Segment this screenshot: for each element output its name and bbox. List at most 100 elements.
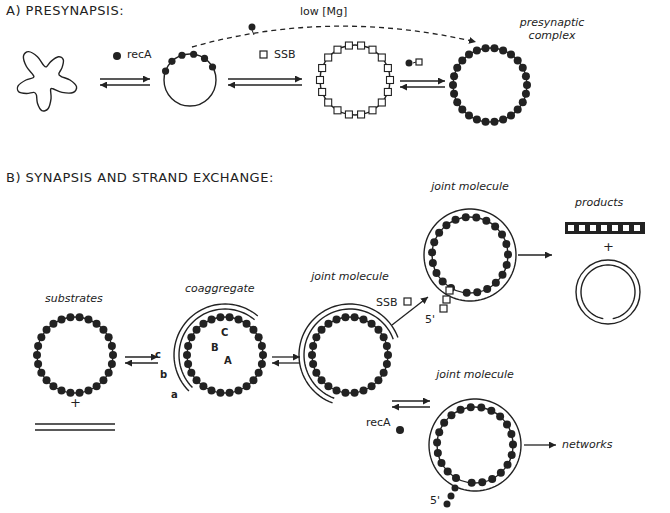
recA-monomer [66,313,74,321]
complementary-strand [424,209,516,301]
recA-monomer [359,387,367,395]
SSB-symbol [446,287,453,294]
SSB-symbol [369,107,376,114]
recA-monomer [383,360,391,368]
recA-monomer [43,326,51,334]
stage-label: joint molecule [430,180,510,193]
recA-monomer [496,413,504,421]
recA-monomer [483,285,491,293]
recA-monomer [84,387,92,395]
stage-label: networks [562,438,612,451]
recA-monomer [99,326,107,334]
recA-monomer [37,333,45,341]
SSB-symbol [319,65,326,72]
SSB-coat [317,42,394,118]
recA-monomer [324,382,332,390]
recA-monomer [209,63,216,70]
recA-monomer [468,479,476,487]
reaction-arrow [524,444,556,445]
recA-monomer [216,389,224,397]
SSB-symbol [369,46,376,53]
recA-monomer [447,411,455,419]
recA-monomer [249,326,257,334]
plus-sign: + [603,240,614,253]
reaction-arrow [400,80,445,81]
section-heading: A) PRESYNAPSIS: [6,3,124,19]
recA-monomer [34,342,42,350]
ssDNA-circle [37,317,113,393]
ssDNA-circle [437,407,513,483]
recA-monomer [444,467,452,475]
strand-end-label: 5' [425,313,435,326]
reaction-arrow [100,78,150,79]
recA-monomer [234,387,242,395]
SSB-ssDNA-product [565,222,645,234]
recA-monomer [435,229,443,237]
SSB-symbol [440,305,447,312]
recA-monomer [430,238,438,246]
recA-monomer [37,369,45,377]
strand-end-label: 5' [430,494,440,507]
recA-monomer [193,326,201,334]
recA-monomer [507,111,515,119]
duplex-circle [576,260,640,324]
recA-monomer [514,106,522,114]
recA-symbol [452,485,459,492]
recA-symbol [406,60,413,67]
low-Mg-pathway [192,26,476,47]
recA-filament [33,313,117,396]
recA-monomer [351,313,359,321]
recA-monomer [488,475,496,483]
recA-monomer [437,459,445,467]
ssDNA-circle [164,54,216,106]
strand-letter: A [224,354,232,367]
strand-letter: b [160,368,167,381]
recA-monomer [93,320,101,328]
recA-monomer [435,428,443,436]
recA-symbol [113,52,121,60]
recA-monomer [453,98,461,106]
recA-monomer [499,271,507,279]
recA-monomer [309,342,317,350]
recA-monomer [359,315,367,323]
recA-monomer [108,360,116,368]
recA-monomer [492,279,500,287]
reaction-arrow [272,362,300,363]
recA-monomer [477,404,485,412]
recA-monomer [502,240,510,248]
recA-monomer [58,387,66,395]
recA-monomer [453,64,461,72]
recA-monomer [374,326,382,334]
recA-monomer [190,51,197,58]
recA-monomer [33,351,41,359]
stage-label: products [575,196,623,209]
recA-monomer [523,81,531,89]
recA-monomer [465,51,473,59]
recA-monomer [312,333,320,341]
recA-monomer [105,333,113,341]
SSB-symbol [634,225,640,231]
recA-monomer [503,261,511,269]
recA-monomer [249,376,257,384]
SSB-symbol [319,88,326,95]
SSB-symbol [378,54,385,61]
SSB-symbol [384,88,391,95]
recA-monomer [463,289,471,297]
recA-monomer [450,90,458,98]
reaction-arrow [392,406,430,407]
recA-monomer [208,387,216,395]
condition-label: low [Mg] [300,5,347,18]
figure-group [17,24,645,508]
SSB-symbol [387,77,394,84]
stage-label: presynaptic complex [512,16,592,42]
recA-monomer [383,342,391,350]
recA-monomer [490,118,498,126]
duplex-strand [35,423,115,424]
recA-symbol [249,24,256,31]
recA-monomer [428,248,436,256]
recA-symbol [448,493,455,500]
recA-monomer [243,320,251,328]
recA-monomer [258,342,266,350]
SSB-symbol [384,65,391,72]
